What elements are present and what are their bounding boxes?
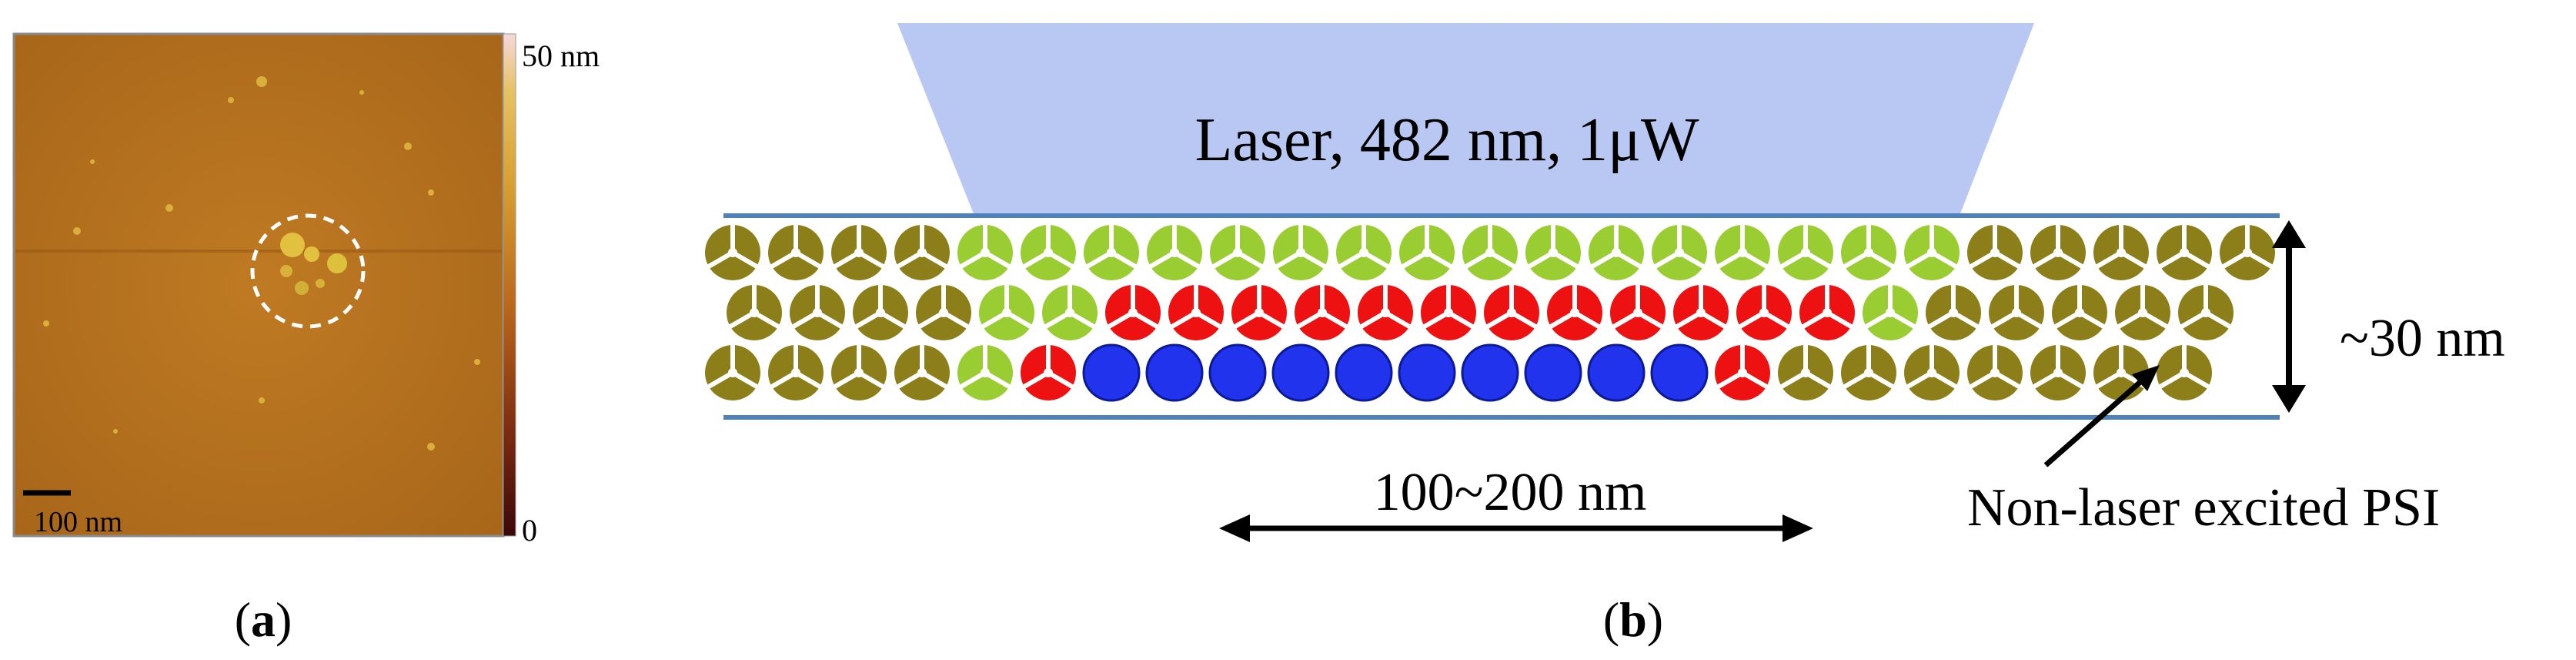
- psi-trimer: [1336, 223, 1392, 280]
- psi-trimer: [1841, 343, 1896, 400]
- psi-trimer: [1652, 223, 1707, 280]
- psi-trimer: [768, 223, 824, 280]
- psi-trimer: [1484, 283, 1539, 340]
- psi-trimer: [2115, 283, 2170, 340]
- psi-trimer: [2030, 223, 2086, 280]
- psi-trimer: [790, 283, 845, 340]
- psi-trimer: [1926, 283, 1981, 340]
- afm-image: [12, 32, 505, 538]
- psi-trimer: [1462, 223, 1518, 280]
- psi-trimer: [1799, 283, 1855, 340]
- panel-a: 100 nm 50 nm 0 (a): [12, 32, 600, 647]
- psi-trimer: [853, 283, 908, 340]
- psi-trimer: [2157, 343, 2212, 400]
- psi-pointer-arrow: [2043, 365, 2160, 467]
- psi-trimer: [1547, 283, 1602, 340]
- psi-trimer: [1147, 223, 1202, 280]
- excited-psi-circle: [1145, 343, 1204, 402]
- psi-trimer: [1841, 223, 1896, 280]
- psi-label: Non-laser excited PSI: [1967, 478, 2440, 538]
- psi-trimer: [2220, 223, 2275, 280]
- psi-trimer: [1231, 283, 1287, 340]
- psi-trimer: [2157, 223, 2212, 280]
- psi-trimer: [1021, 223, 1076, 280]
- psi-trimer: [1967, 343, 2023, 400]
- psi-trimer: [1295, 283, 1350, 340]
- psi-trimer: [768, 343, 824, 400]
- psi-trimer: [831, 223, 887, 280]
- psi-trimer: [916, 283, 971, 340]
- caption-b: (b): [1603, 592, 1663, 647]
- psi-trimer: [831, 343, 887, 400]
- psi-trimer: [1042, 283, 1098, 340]
- psi-trimer: [1967, 223, 2023, 280]
- excited-psi-circle: [1335, 343, 1393, 402]
- laser-label: Laser, 482 nm, 1μW: [1194, 106, 1699, 174]
- width-label: 100~200 nm: [1374, 463, 1647, 522]
- psi-trimer: [1715, 223, 1770, 280]
- psi-trimer: [2030, 343, 2086, 400]
- excited-psi-circle: [1082, 343, 1141, 402]
- psi-trimer: [1210, 223, 1265, 280]
- color-scale-max: 50 nm: [522, 39, 600, 73]
- panel-b: Laser, 482 nm, 1μW ~30 nm Non-laser exci…: [705, 23, 2505, 647]
- excited-psi-circle: [1461, 343, 1519, 402]
- psi-trimer: [1778, 223, 1833, 280]
- color-scale-bar: [503, 33, 516, 537]
- psi-trimer: [1904, 343, 1960, 400]
- psi-trimer: [1673, 283, 1729, 340]
- psi-trimer: [1589, 223, 1644, 280]
- psi-trimer: [705, 343, 760, 400]
- psi-trimer: [1084, 223, 1139, 280]
- psi-trimer: [1399, 223, 1455, 280]
- psi-trimer: [1904, 223, 1960, 280]
- color-scale-min: 0: [522, 513, 537, 548]
- psi-trimer: [705, 223, 760, 280]
- psi-trimer: [1863, 283, 1918, 340]
- excited-psi-circle: [1398, 343, 1456, 402]
- psi-trimer: [2093, 223, 2149, 280]
- psi-trimer: [2178, 283, 2234, 340]
- psi-trimer: [1105, 283, 1161, 340]
- width-arrow: [1219, 514, 1813, 542]
- scale-bar-label: 100 nm: [34, 506, 122, 538]
- excited-psi-circle: [1271, 343, 1330, 402]
- psi-trimer: [979, 283, 1034, 340]
- psi-trimer: [727, 283, 782, 340]
- psi-trimer: [957, 223, 1013, 280]
- psi-trimer: [2052, 283, 2107, 340]
- psi-trimer: [1525, 223, 1581, 280]
- thickness-label: ~30 nm: [2340, 309, 2505, 368]
- caption-a: (a): [235, 592, 292, 647]
- laser-beam: [897, 23, 2034, 216]
- excited-psi-circle: [1587, 343, 1645, 402]
- psi-trimer: [1715, 343, 1770, 400]
- psi-trimer: [894, 343, 950, 400]
- psi-trimer: [1168, 283, 1224, 340]
- psi-trimer: [1273, 223, 1328, 280]
- psi-trimer: [957, 343, 1013, 400]
- excited-psi-circle: [1524, 343, 1582, 402]
- afm-particles: [43, 76, 480, 451]
- psi-trimer: [1358, 283, 1413, 340]
- psi-trimer: [1610, 283, 1666, 340]
- psi-trimer: [1021, 343, 1076, 400]
- psi-trimer: [894, 223, 950, 280]
- highlight-circle: [250, 213, 366, 329]
- psi-trimer: [1989, 283, 2044, 340]
- excited-psi-circle: [1650, 343, 1709, 402]
- excited-psi-circle: [1208, 343, 1267, 402]
- psi-layers: [705, 223, 2275, 402]
- psi-trimer: [1736, 283, 1792, 340]
- psi-trimer: [1421, 283, 1476, 340]
- thickness-arrow: [2272, 220, 2306, 413]
- psi-trimer: [1778, 343, 1833, 400]
